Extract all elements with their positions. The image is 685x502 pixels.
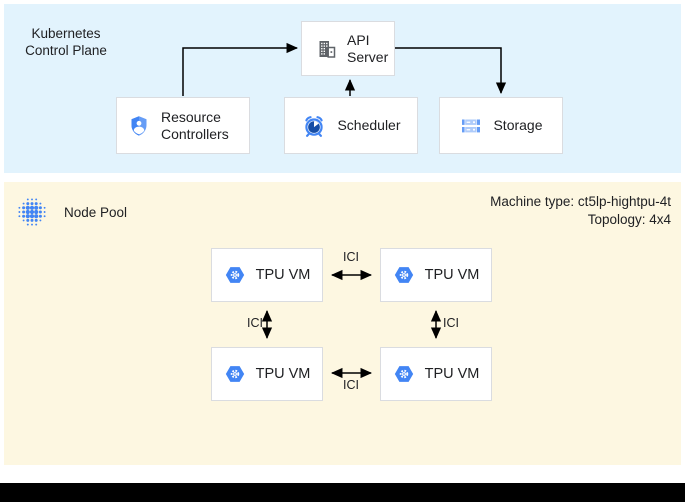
tpu-vm-node: TPU VM — [380, 347, 492, 401]
node-pool-title: Node Pool — [64, 205, 128, 220]
tpu-vm-node: TPU VM — [211, 248, 323, 302]
tpu-vm-node: TPU VM — [211, 347, 323, 401]
ici-link-label: ICI — [343, 250, 359, 264]
resource-controllers-label: Resource Controllers — [161, 108, 229, 142]
ici-link-label: ICI — [343, 378, 359, 392]
building-icon — [315, 37, 339, 61]
tpu-vm-label: TPU VM — [424, 266, 480, 283]
scheduler-label: Scheduler — [337, 117, 401, 133]
machine-info: Machine type: ct5lp-hightpu-4t Topology:… — [490, 193, 671, 228]
topology-text: Topology: 4x4 — [587, 211, 671, 227]
tpu-vm-label: TPU VM — [424, 365, 480, 382]
tpu-hexagon-icon — [224, 264, 246, 286]
storage-node: Storage — [439, 97, 563, 154]
bottom-black-bar — [0, 483, 685, 502]
storage-stack-icon — [459, 114, 483, 138]
tpu-hexagon-icon — [224, 363, 246, 385]
ici-link-label: ICI — [247, 316, 263, 330]
tpu-hexagon-icon — [393, 363, 415, 385]
shield-user-icon — [127, 114, 151, 138]
storage-label: Storage — [493, 117, 543, 133]
api-server-label: API Server — [347, 31, 389, 65]
tpu-vm-label: TPU VM — [255, 266, 311, 283]
node-pool-panel — [4, 182, 681, 465]
api-server-node: API Server — [301, 21, 395, 76]
resource-controllers-node: Resource Controllers — [116, 97, 250, 154]
tpu-vm-node: TPU VM — [380, 248, 492, 302]
tpu-hexagon-icon — [393, 264, 415, 286]
alarm-clock-icon — [301, 113, 327, 139]
tpu-vm-label: TPU VM — [255, 365, 311, 382]
node-pool-icon — [17, 197, 47, 232]
scheduler-node: Scheduler — [284, 97, 418, 154]
machine-type-text: Machine type: ct5lp-hightpu-4t — [490, 194, 671, 209]
ici-link-label: ICI — [443, 316, 459, 330]
control-plane-title: Kubernetes Control Plane — [25, 26, 107, 58]
